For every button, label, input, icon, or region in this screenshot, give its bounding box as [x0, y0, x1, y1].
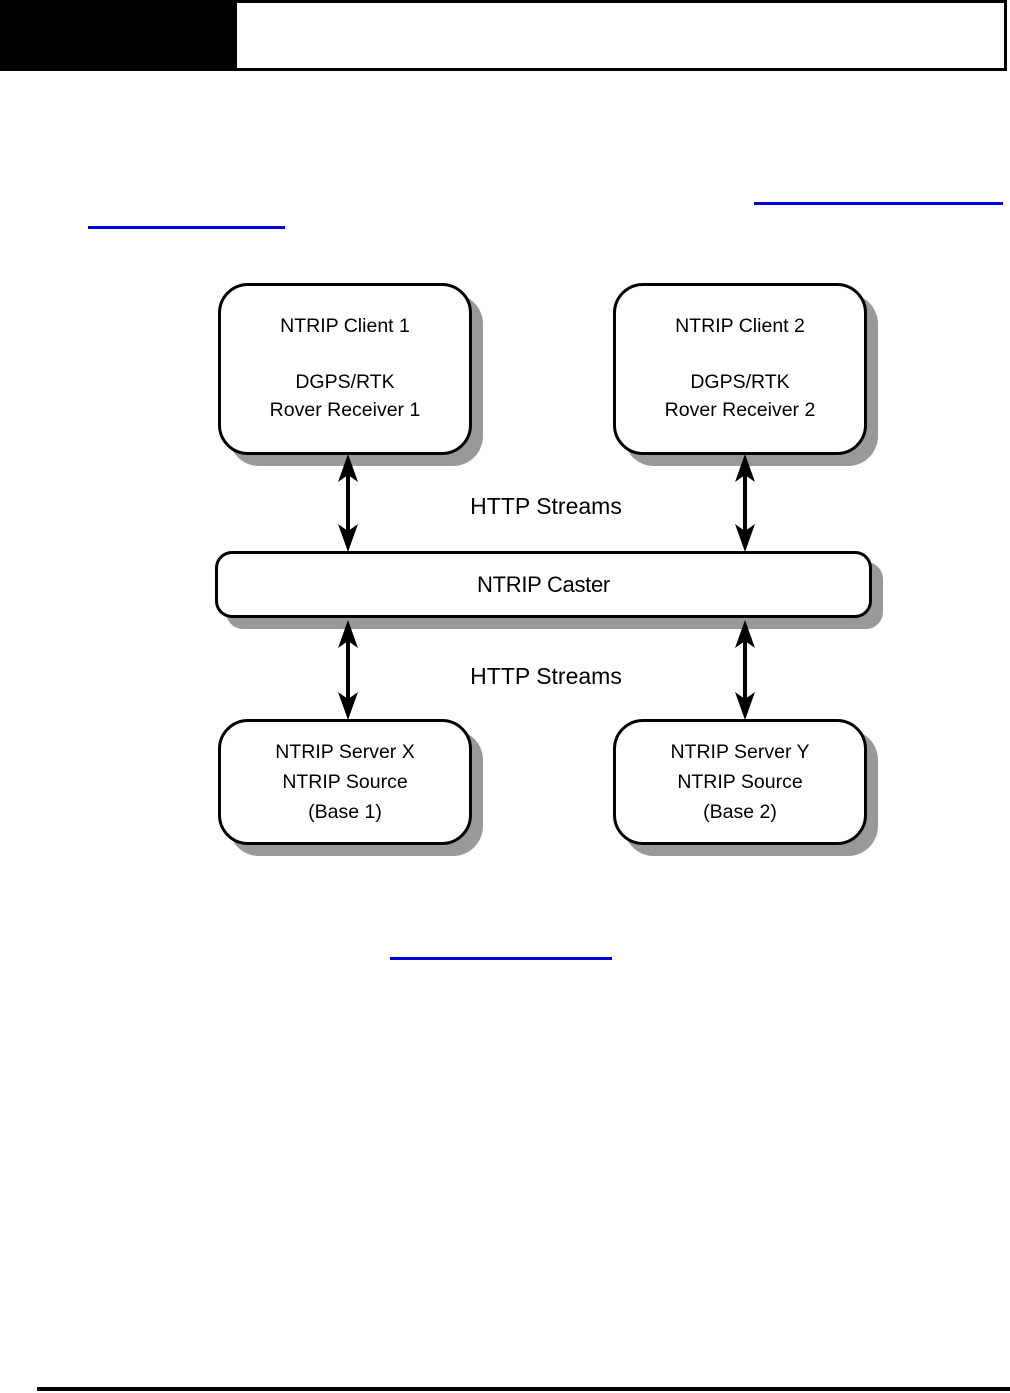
- node-line: NTRIP Source: [282, 771, 408, 793]
- node-line: Rover Receiver 1: [269, 399, 421, 421]
- node-ntrip-server-y: NTRIP Server Y NTRIP Source (Base 2): [613, 719, 867, 845]
- double-arrow-icon: [335, 620, 361, 720]
- node-line: NTRIP Source: [677, 771, 803, 793]
- node-title: NTRIP Client 1: [280, 315, 410, 337]
- double-arrow-icon: [335, 454, 361, 552]
- hyperlink-underline-top-right[interactable]: [754, 202, 1003, 205]
- node-title: NTRIP Server Y: [670, 741, 810, 763]
- node-line: DGPS/RTK: [690, 371, 790, 393]
- footer-rule: [37, 1387, 1010, 1391]
- node-title: NTRIP Server X: [275, 741, 415, 763]
- node-line: (Base 2): [703, 801, 777, 823]
- hyperlink-underline-caption[interactable]: [390, 957, 612, 960]
- node-ntrip-client-2: NTRIP Client 2 DGPS/RTK Rover Receiver 2: [613, 283, 867, 455]
- header-logo-block: [0, 0, 237, 71]
- node-ntrip-client-1: NTRIP Client 1 DGPS/RTK Rover Receiver 1: [218, 283, 472, 455]
- http-streams-label-top: HTTP Streams: [470, 493, 622, 519]
- node-title: NTRIP Client 2: [675, 315, 805, 337]
- http-streams-label-bottom: HTTP Streams: [470, 663, 622, 689]
- node-ntrip-server-x: NTRIP Server X NTRIP Source (Base 1): [218, 719, 472, 845]
- node-line: (Base 1): [308, 801, 382, 823]
- hyperlink-underline-top-left[interactable]: [88, 226, 285, 229]
- double-arrow-icon: [732, 454, 758, 552]
- node-ntrip-caster: NTRIP Caster: [215, 551, 872, 618]
- double-arrow-icon: [732, 620, 758, 720]
- node-title: NTRIP Caster: [477, 571, 610, 597]
- node-line: Rover Receiver 2: [664, 399, 816, 421]
- node-line: DGPS/RTK: [295, 371, 395, 393]
